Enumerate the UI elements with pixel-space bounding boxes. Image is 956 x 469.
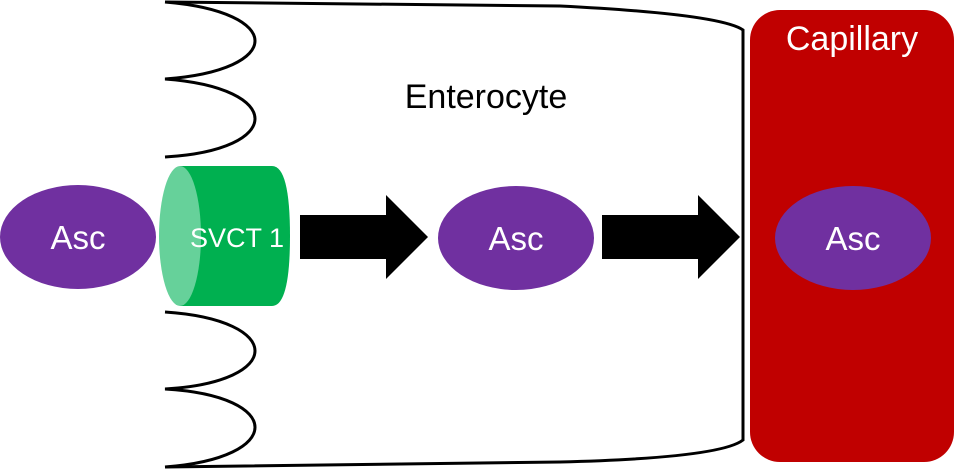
svg-text:Asc: Asc <box>825 220 880 257</box>
svct1-label: SVCT 1 <box>190 223 284 253</box>
asc-molecule-lumen: Asc <box>0 185 156 289</box>
arrow-transport-into-cell <box>300 195 428 279</box>
enterocyte-membrane-outline <box>164 0 745 469</box>
svct1-transporter: SVCT 1 <box>159 166 290 306</box>
svg-text:Asc: Asc <box>488 220 543 257</box>
microvilli-bottom <box>164 310 257 469</box>
asc-molecule-cytosol: Asc <box>438 186 594 290</box>
enterocyte-label: Enterocyte <box>405 78 568 116</box>
capillary-label: Capillary <box>786 20 918 58</box>
asc-molecule-blood: Asc <box>775 186 931 290</box>
microvilli-top <box>164 0 257 159</box>
arrow-transport-to-blood <box>602 195 740 279</box>
svg-text:Asc: Asc <box>50 219 105 256</box>
